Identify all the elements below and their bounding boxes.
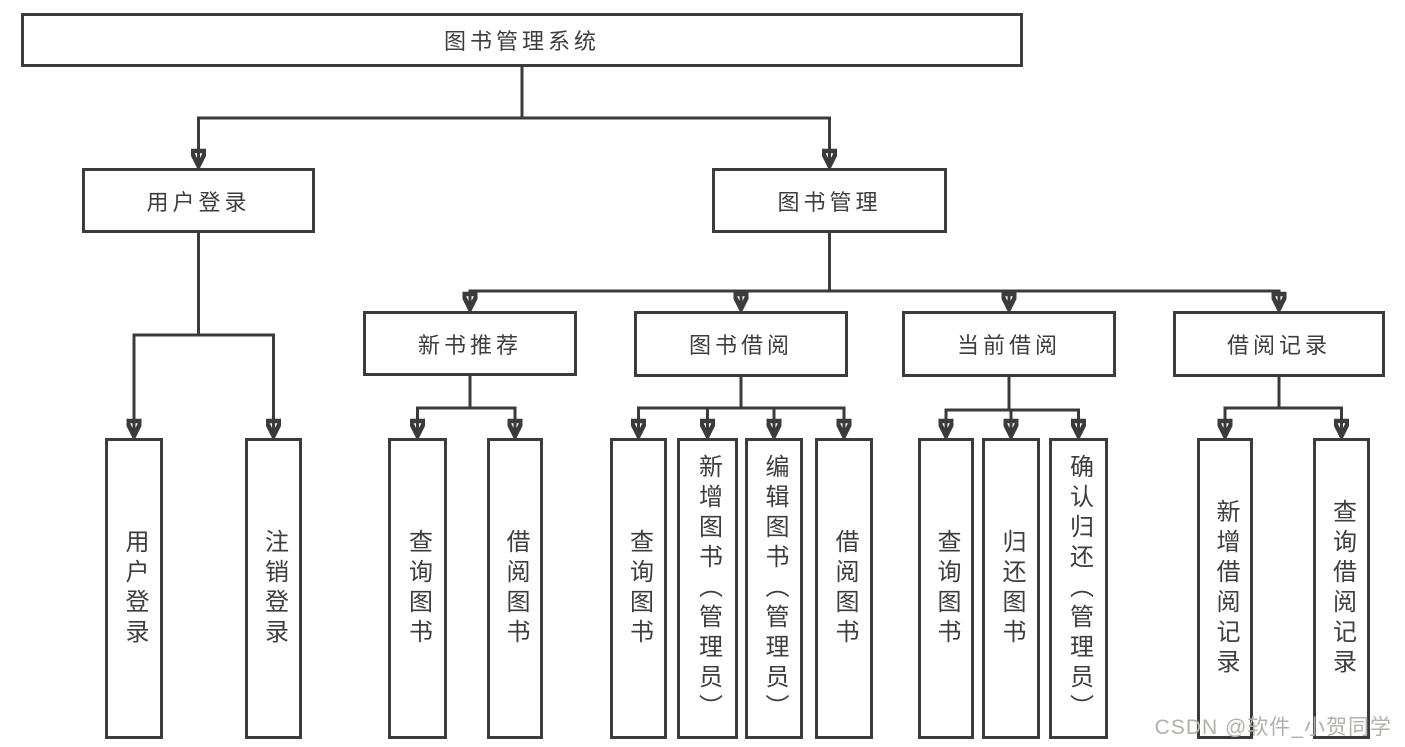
node-new-book-recommend: 新书推荐 bbox=[363, 311, 577, 376]
node-leaf-borrow-book-1: 借阅图书 bbox=[487, 438, 543, 739]
node-leaf-add-book: 新增图书（管理员） bbox=[677, 438, 738, 739]
node-book-borrow: 图书借阅 bbox=[634, 311, 848, 377]
node-leaf-query-book-2: 查询图书 bbox=[610, 438, 667, 739]
node-book-mgmt: 图书管理 bbox=[712, 168, 947, 233]
node-leaf-logout: 注销登录 bbox=[245, 438, 302, 739]
node-root: 图书管理系统 bbox=[21, 13, 1023, 67]
node-new-book-recommend-label: 新书推荐 bbox=[417, 332, 522, 358]
node-leaf-user-login-label: 用户登录 bbox=[121, 528, 148, 649]
node-leaf-edit-book: 编辑图书（管理员） bbox=[745, 438, 803, 739]
node-leaf-borrow-book-1-label: 借阅图书 bbox=[502, 528, 529, 649]
node-current-borrow-label: 当前借阅 bbox=[956, 333, 1061, 358]
node-leaf-add-book-label: 新增图书（管理员） bbox=[694, 453, 722, 724]
node-user-login-label: 用户登录 bbox=[146, 189, 251, 215]
node-book-borrow-label: 图书借阅 bbox=[688, 333, 793, 358]
node-leaf-confirm-return-label: 确认归还（管理员） bbox=[1065, 453, 1093, 724]
node-book-mgmt-label: 图书管理 bbox=[777, 189, 882, 215]
node-leaf-return-book-label: 归还图书 bbox=[998, 528, 1025, 649]
node-leaf-query-borrow-record: 查询借阅记录 bbox=[1313, 438, 1370, 739]
node-leaf-confirm-return: 确认归还（管理员） bbox=[1049, 438, 1108, 739]
node-leaf-query-book-1: 查询图书 bbox=[388, 438, 447, 739]
node-user-login: 用户登录 bbox=[82, 168, 315, 233]
watermark: CSDN @软件_小贺同学 bbox=[1154, 716, 1392, 739]
node-leaf-borrow-book-2: 借阅图书 bbox=[815, 438, 873, 739]
node-leaf-query-borrow-record-label: 查询借阅记录 bbox=[1328, 498, 1356, 679]
node-leaf-query-book-2-label: 查询图书 bbox=[625, 528, 653, 649]
node-current-borrow: 当前借阅 bbox=[902, 311, 1116, 377]
node-leaf-edit-book-label: 编辑图书（管理员） bbox=[761, 453, 788, 724]
node-leaf-add-borrow-record-label: 新增借阅记录 bbox=[1212, 498, 1239, 679]
node-leaf-return-book: 归还图书 bbox=[982, 438, 1040, 739]
node-leaf-logout-label: 注销登录 bbox=[260, 528, 288, 649]
node-leaf-query-book-3-label: 查询图书 bbox=[933, 528, 960, 649]
node-root-label: 图书管理系统 bbox=[443, 29, 600, 54]
node-leaf-user-login: 用户登录 bbox=[105, 438, 163, 739]
node-leaf-add-borrow-record: 新增借阅记录 bbox=[1197, 438, 1253, 739]
node-borrow-record-label: 借阅记录 bbox=[1226, 333, 1331, 358]
node-borrow-record: 借阅记录 bbox=[1173, 311, 1385, 377]
node-leaf-borrow-book-2-label: 借阅图书 bbox=[831, 528, 858, 649]
node-leaf-query-book-1-label: 查询图书 bbox=[404, 528, 432, 649]
node-leaf-query-book-3: 查询图书 bbox=[918, 438, 974, 739]
